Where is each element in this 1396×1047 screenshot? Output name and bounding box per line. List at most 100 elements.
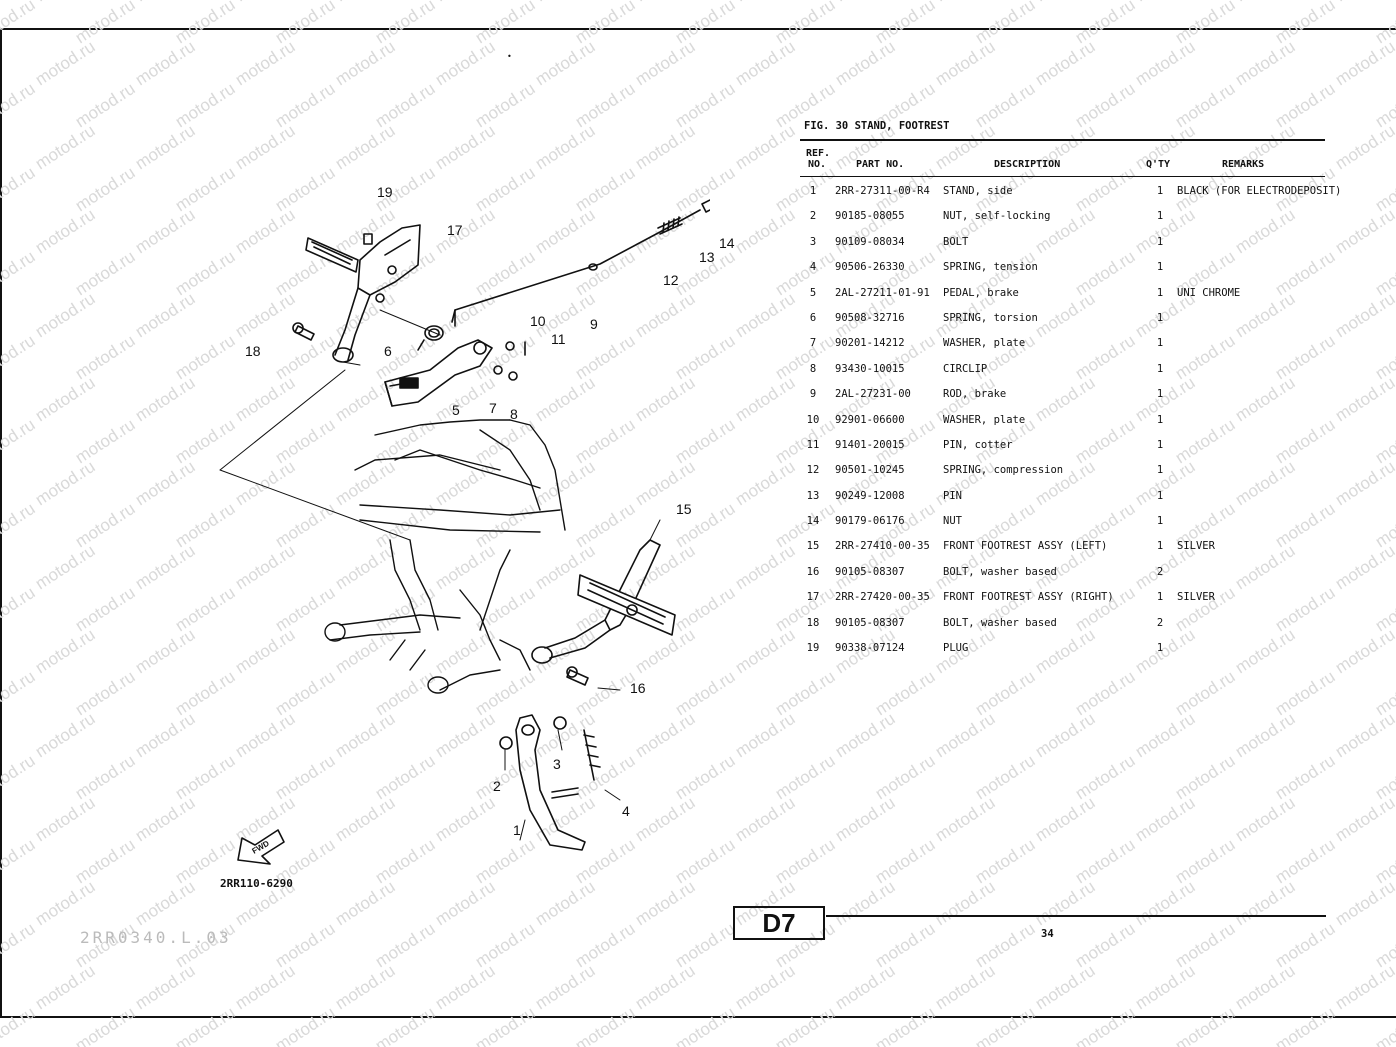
side-stand bbox=[499, 714, 601, 851]
watermark-text: motod.ru bbox=[1372, 1003, 1396, 1047]
watermark-text: motod.ru bbox=[772, 835, 839, 887]
watermark-text: motod.ru bbox=[1332, 877, 1396, 929]
description-cell: FRONT FOOTREST ASSY (LEFT) bbox=[943, 540, 1108, 553]
quantity-cell: 1 bbox=[1156, 286, 1164, 299]
watermark-text: motod.ru bbox=[1272, 1003, 1339, 1047]
watermark-text: motod.ru bbox=[1272, 79, 1339, 131]
brake-pedal bbox=[384, 339, 493, 407]
watermark-text: motod.ru bbox=[272, 1003, 339, 1047]
description-cell: ROD, brake bbox=[943, 388, 1007, 401]
watermark-text: motod.ru bbox=[132, 961, 199, 1013]
callout-14: 14 bbox=[719, 235, 735, 251]
description-cell: PEDAL, brake bbox=[943, 286, 1019, 299]
watermark-text: motod.ru bbox=[772, 1003, 839, 1047]
watermark-text: motod.ru bbox=[1332, 37, 1396, 89]
ref-cell: 15 bbox=[806, 540, 820, 553]
watermark-text: motod.ru bbox=[1332, 709, 1396, 761]
part-number-cell: 90508-32716 bbox=[835, 311, 905, 324]
watermark-text: motod.ru bbox=[532, 37, 599, 89]
watermark-text: motod.ru bbox=[532, 0, 599, 5]
quantity-cell: 1 bbox=[1156, 362, 1164, 375]
watermark-text: motod.ru bbox=[32, 289, 99, 341]
watermark-text: motod.ru bbox=[32, 205, 99, 257]
watermark-text: motod.ru bbox=[572, 0, 639, 47]
watermark-text: motod.ru bbox=[1032, 709, 1099, 761]
watermark-text: motod.ru bbox=[1132, 793, 1199, 845]
watermark-text: motod.ru bbox=[432, 0, 499, 5]
watermark-text: motod.ru bbox=[932, 877, 999, 929]
ref-cell: 6 bbox=[809, 311, 817, 324]
watermark-text: motod.ru bbox=[332, 37, 399, 89]
watermark-text: motod.ru bbox=[132, 0, 199, 5]
watermark-text: motod.ru bbox=[1132, 0, 1199, 5]
watermark-text: motod.ru bbox=[372, 1003, 439, 1047]
watermark-text: motod.ru bbox=[1372, 247, 1396, 299]
watermark-text: motod.ru bbox=[1172, 667, 1239, 719]
part-number-cell: 2RR-27420-00-35 bbox=[835, 591, 930, 604]
leader-lines bbox=[219, 309, 661, 841]
frame-top-border bbox=[0, 28, 1396, 30]
watermark-text: motod.ru bbox=[732, 625, 799, 677]
quantity-cell: 1 bbox=[1156, 642, 1164, 655]
description-cell: FRONT FOOTREST ASSY (RIGHT) bbox=[943, 591, 1114, 604]
watermark-text: motod.ru bbox=[732, 541, 799, 593]
header-remarks: REMARKS bbox=[1222, 159, 1265, 170]
callout-18: 18 bbox=[245, 343, 261, 359]
part-number-cell: 92901-06600 bbox=[835, 413, 905, 426]
quantity-cell: 1 bbox=[1156, 489, 1164, 502]
watermark-text: motod.ru bbox=[1332, 0, 1396, 5]
watermark-text: motod.ru bbox=[1332, 121, 1396, 173]
ref-cell: 4 bbox=[809, 261, 817, 274]
callout-12: 12 bbox=[663, 272, 679, 288]
watermark-text: motod.ru bbox=[332, 961, 399, 1013]
watermark-text: motod.ru bbox=[1032, 877, 1099, 929]
bolt-part-16 bbox=[566, 666, 589, 686]
watermark-text: motod.ru bbox=[1072, 667, 1139, 719]
watermark-text: motod.ru bbox=[732, 205, 799, 257]
fwd-arrow-icon: FWD bbox=[237, 829, 285, 865]
header-description: DESCRIPTION bbox=[994, 159, 1061, 170]
ref-cell: 16 bbox=[806, 565, 820, 578]
watermark-text: motod.ru bbox=[1132, 37, 1199, 89]
watermark-text: motod.ru bbox=[972, 667, 1039, 719]
watermark-text: motod.ru bbox=[832, 709, 899, 761]
description-cell: PIN bbox=[943, 489, 962, 502]
watermark-text: motod.ru bbox=[1372, 0, 1396, 47]
watermark-text: motod.ru bbox=[0, 1003, 38, 1047]
table-header-rule bbox=[800, 176, 1325, 177]
watermark-text: motod.ru bbox=[1072, 751, 1139, 803]
watermark-text: motod.ru bbox=[932, 961, 999, 1013]
watermark-text: motod.ru bbox=[72, 331, 139, 383]
watermark-text: motod.ru bbox=[432, 37, 499, 89]
watermark-text: motod.ru bbox=[972, 751, 1039, 803]
watermark-text: motod.ru bbox=[832, 961, 899, 1013]
watermark-text: motod.ru bbox=[32, 961, 99, 1013]
watermark-text: motod.ru bbox=[1332, 793, 1396, 845]
torsion-spring bbox=[417, 325, 444, 351]
watermark-text: motod.ru bbox=[1132, 877, 1199, 929]
footer-rule bbox=[826, 915, 1326, 917]
part-number-cell: 90105-08307 bbox=[835, 565, 905, 578]
callout-11: 11 bbox=[551, 331, 566, 347]
part-number-cell: 90506-26330 bbox=[835, 261, 905, 274]
watermark-text: motod.ru bbox=[232, 961, 299, 1013]
watermark-text: motod.ru bbox=[72, 163, 139, 215]
watermark-text: motod.ru bbox=[32, 877, 99, 929]
watermark-text: motod.ru bbox=[1372, 667, 1396, 719]
watermark-text: motod.ru bbox=[732, 709, 799, 761]
watermark-text: motod.ru bbox=[972, 835, 1039, 887]
watermark-text: motod.ru bbox=[872, 751, 939, 803]
watermark-text: motod.ru bbox=[132, 121, 199, 173]
watermark-text: motod.ru bbox=[72, 499, 139, 551]
callout-2: 2 bbox=[493, 778, 501, 794]
watermark-text: motod.ru bbox=[672, 0, 739, 47]
header-ref: REF. bbox=[806, 148, 831, 159]
watermark-text: motod.ru bbox=[1372, 919, 1396, 971]
part-number-cell: 91401-20015 bbox=[835, 438, 905, 451]
watermark-text: motod.ru bbox=[572, 919, 639, 971]
watermark-text: motod.ru bbox=[1232, 0, 1299, 5]
